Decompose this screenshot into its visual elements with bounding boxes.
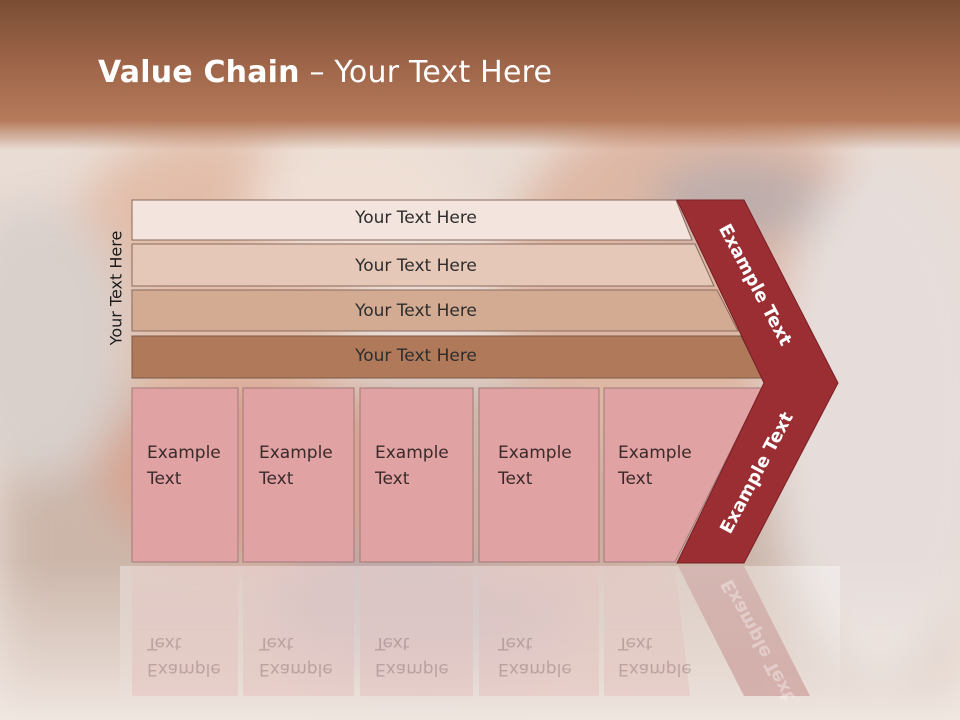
row-label-4: Your Text Here [355,346,477,366]
column-1-line-2: Text [147,469,182,489]
title-rest: – Your Text Here [299,55,553,90]
row-label-1: Your Text Here [355,208,477,228]
vertical-axis-label: Your Text Here [106,230,126,346]
column-5-line-1: Example [618,443,692,463]
slide-title: Value Chain – Your Text Here [98,55,552,90]
column-3-line-2: Text [375,469,410,489]
primary-column-1 [131,387,239,563]
column-3-line-1: Example [375,443,449,463]
title-bold: Value Chain [98,55,300,90]
title-bar [0,0,960,150]
column-4-line-1: Example [498,443,572,463]
support-row-3 [131,289,739,332]
column-5-line-2: Text [618,469,653,489]
column-2-line-2: Text [259,469,294,489]
row-label-2: Your Text Here [355,256,477,276]
primary-column-5 [603,387,763,563]
column-2-line-1: Example [259,443,333,463]
row-label-3: Your Text Here [355,301,477,321]
primary-column-2 [242,387,355,563]
column-1-line-1: Example [147,443,221,463]
primary-column-4 [478,387,600,563]
support-row-1 [131,199,693,241]
column-4-line-2: Text [498,469,533,489]
primary-column-3 [359,387,474,563]
margin-chevron [676,199,839,564]
support-row-2 [131,243,715,287]
